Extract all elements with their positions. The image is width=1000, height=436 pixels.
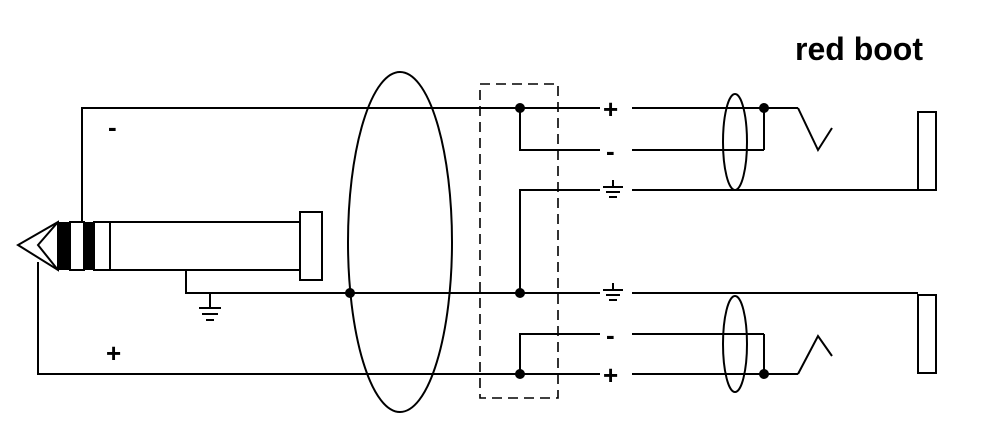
wire-ground-left (185, 270, 600, 294)
bottom-plus-label: + (603, 360, 618, 390)
switch-contact-top (797, 107, 833, 153)
bottom-minus-label: - (606, 320, 615, 350)
junction-dot (345, 288, 355, 298)
plug-sleeve (109, 221, 301, 271)
cable-shield-ellipse-bottom (722, 295, 748, 393)
plug-collar (299, 211, 323, 281)
plug-ring-band-2 (84, 222, 94, 270)
wire-minus-left (81, 107, 600, 222)
top-minus-label: - (606, 136, 615, 166)
trs-plug (16, 211, 323, 281)
left-plus-label: + (106, 338, 121, 368)
switch-contact-bottom (797, 334, 833, 375)
wire-plus-left (37, 262, 600, 375)
jack-sleeve-bottom (917, 294, 937, 374)
plug-ring-band-1 (58, 222, 70, 270)
cable-shield-ellipse-top (722, 93, 748, 191)
jack-sleeve-top (917, 111, 937, 191)
junction-dot (515, 288, 525, 298)
diagram-title: red boot (795, 31, 923, 67)
ground-icon (603, 283, 623, 301)
top-plus-label: + (603, 94, 618, 124)
cable-shield-ellipse (347, 71, 453, 413)
ground-icon (603, 180, 623, 198)
ground-icon (199, 307, 221, 321)
junction-dot (515, 103, 525, 113)
junction-dot (515, 369, 525, 379)
splitter-box (479, 83, 559, 399)
left-minus-label: - (108, 112, 117, 142)
